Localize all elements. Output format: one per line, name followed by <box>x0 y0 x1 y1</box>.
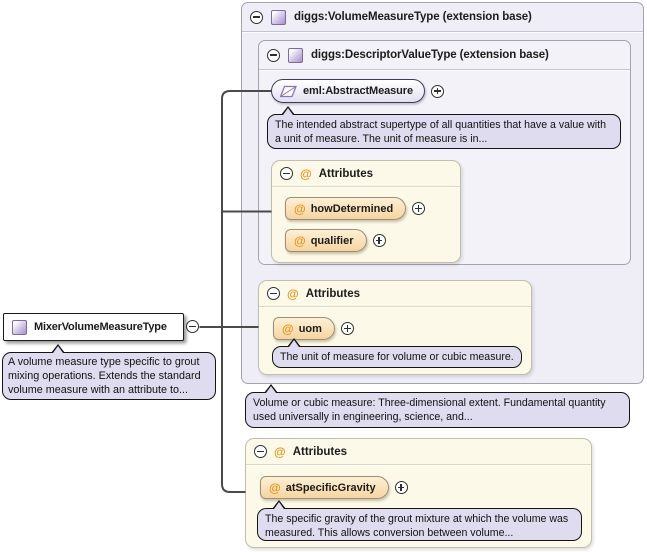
collapse-toggle-icon[interactable] <box>267 48 280 62</box>
attribute-label: howDetermined <box>310 202 394 215</box>
attributes-title: Attributes <box>305 287 361 300</box>
attribute-label: qualifier <box>310 234 354 247</box>
attributes-header: @ Attributes <box>272 161 460 187</box>
at-specific-gravity-annotation: The specific gravity of the grout mixtur… <box>257 500 582 541</box>
expand-toggle-icon[interactable] <box>372 234 386 247</box>
complex-type-icon <box>12 319 27 335</box>
attributes-title: Attributes <box>292 445 348 458</box>
type-title: diggs:DescriptorValueType (extension bas… <box>311 49 549 61</box>
at-specific-gravity-row: @ atSpecificGravity <box>260 476 408 499</box>
how-determined-row: @ howDetermined <box>285 197 426 220</box>
attribute-icon: @ <box>282 321 294 336</box>
expand-toggle-icon[interactable] <box>412 202 426 215</box>
abstract-measure-element[interactable]: eml:AbstractMeasure <box>271 79 425 103</box>
abstract-measure-row: eml:AbstractMeasure <box>271 79 444 103</box>
collapse-toggle-icon[interactable] <box>254 445 267 458</box>
element-icon <box>280 85 297 97</box>
expand-toggle-icon[interactable] <box>340 322 354 335</box>
uom-row: @ uom <box>273 317 354 340</box>
mixer-volume-measure-type-node[interactable]: MixerVolumeMeasureType <box>3 313 184 341</box>
volume-measure-annotation: Volume or cubic measure: Three-dimension… <box>245 384 630 428</box>
attribute-group-icon: @ <box>287 286 299 301</box>
type-title: diggs:VolumeMeasureType (extension base) <box>294 11 532 23</box>
complex-type-icon <box>271 9 286 25</box>
attributes-header: @ Attributes <box>259 281 531 307</box>
attribute-howDetermined[interactable]: @ howDetermined <box>285 197 407 220</box>
attributes-title: Attributes <box>318 167 374 180</box>
uom-annotation: The unit of measure for volume or cubic … <box>272 338 522 368</box>
collapse-toggle-icon[interactable] <box>250 10 263 24</box>
attributes-header: @ Attributes <box>246 439 591 465</box>
volume-measure-type-header: diggs:VolumeMeasureType (extension base) <box>242 3 643 32</box>
qualifier-row: @ qualifier <box>285 229 386 252</box>
attribute-uom[interactable]: @ uom <box>273 317 335 340</box>
attribute-icon: @ <box>269 480 281 495</box>
element-label: MixerVolumeMeasureType <box>34 321 167 333</box>
attribute-group-icon: @ <box>274 444 286 459</box>
collapse-toggle-icon[interactable] <box>267 287 280 300</box>
attribute-qualifier[interactable]: @ qualifier <box>285 229 367 252</box>
attribute-label: uom <box>298 322 322 335</box>
attribute-icon: @ <box>294 233 306 248</box>
attribute-icon: @ <box>294 201 306 216</box>
collapse-toggle-icon[interactable] <box>186 320 199 333</box>
complex-type-icon <box>288 47 303 63</box>
attribute-label: atSpecificGravity <box>285 481 376 494</box>
mixer-element-annotation: A volume measure type specific to grout … <box>2 344 216 400</box>
expand-toggle-icon[interactable] <box>394 481 408 494</box>
collapse-toggle-icon[interactable] <box>280 167 293 180</box>
attribute-atSpecificGravity[interactable]: @ atSpecificGravity <box>260 476 389 499</box>
expand-toggle-icon[interactable] <box>430 84 444 98</box>
attribute-group-icon: @ <box>300 166 312 181</box>
descriptor-value-type-header: diggs:DescriptorValueType (extension bas… <box>259 41 630 70</box>
element-label: eml:AbstractMeasure <box>303 85 413 97</box>
abstract-measure-annotation: The intended abstract supertype of all q… <box>267 106 621 149</box>
